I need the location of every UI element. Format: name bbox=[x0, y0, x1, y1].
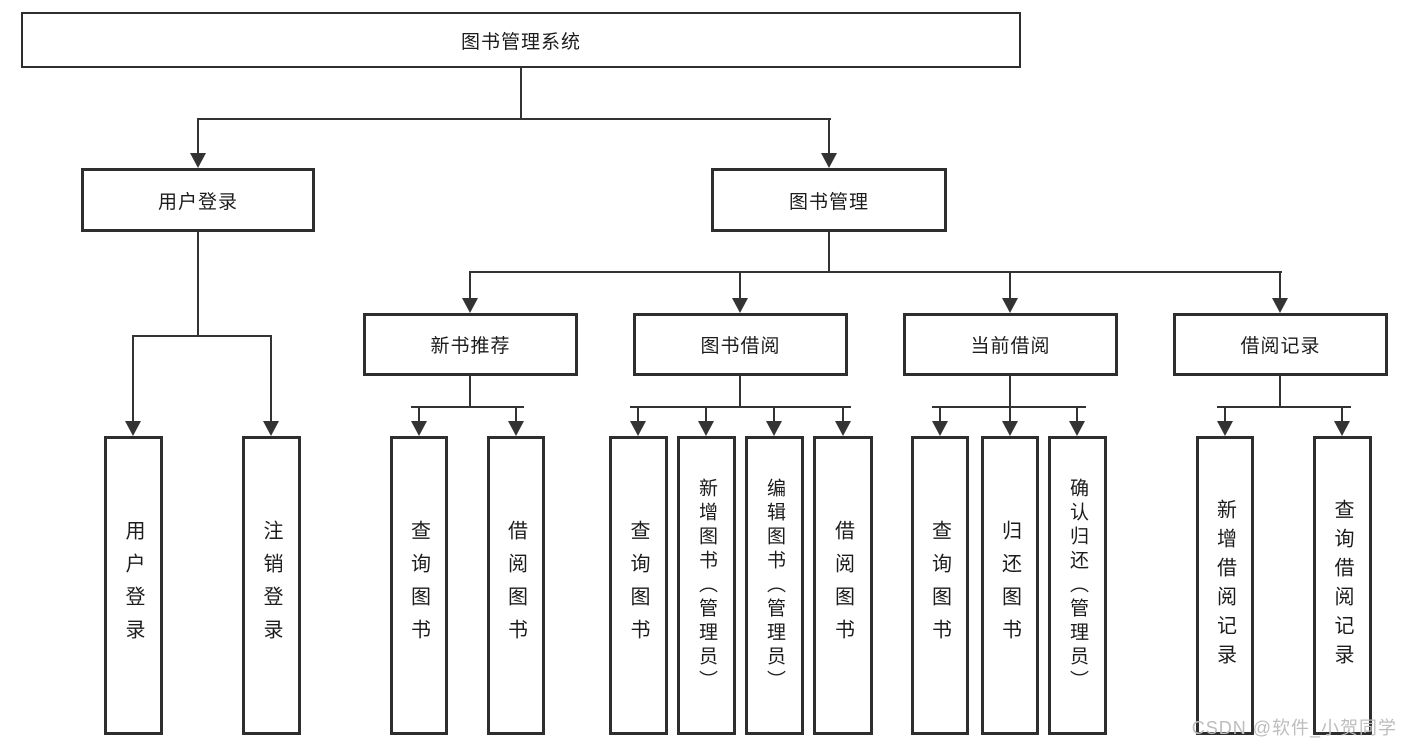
connector-line bbox=[469, 376, 471, 406]
connector-line bbox=[1009, 406, 1011, 421]
leaf-borrow-books: 借阅图书 bbox=[813, 436, 873, 735]
leaf-add-books-admin: 新增图书（管理员） bbox=[677, 436, 736, 735]
connector-line bbox=[270, 335, 272, 421]
connector-line bbox=[1224, 406, 1226, 421]
leaf-edit-books-admin-label: 编辑图书（管理员） bbox=[764, 477, 785, 694]
leaf-add-books-admin-label: 新增图书（管理员） bbox=[696, 477, 717, 694]
connector-line bbox=[939, 406, 941, 421]
node-borrow-records-label: 借阅记录 bbox=[1240, 336, 1321, 357]
arrow-down-icon bbox=[125, 421, 141, 436]
connector-line bbox=[469, 271, 471, 298]
connector-line bbox=[828, 118, 830, 153]
arrow-down-icon bbox=[1334, 421, 1350, 436]
connector-line bbox=[739, 376, 741, 406]
arrow-down-icon bbox=[263, 421, 279, 436]
arrow-down-icon bbox=[630, 421, 646, 436]
leaf-add-borrow-record: 新增借阅记录 bbox=[1196, 436, 1254, 735]
arrow-down-icon bbox=[766, 421, 782, 436]
leaf-borrow-books-label: 借阅图书 bbox=[831, 519, 854, 652]
arrow-down-icon bbox=[698, 421, 714, 436]
connector-line bbox=[842, 406, 844, 421]
connector-line bbox=[132, 335, 134, 421]
node-user-login: 用户登录 bbox=[81, 168, 315, 232]
connector-line bbox=[411, 406, 524, 408]
leaf-recommend-borrow-books: 借阅图书 bbox=[487, 436, 545, 735]
connector-line bbox=[132, 335, 272, 337]
node-user-login-label: 用户登录 bbox=[157, 191, 238, 213]
leaf-recommend-query-books: 查询图书 bbox=[390, 436, 448, 735]
connector-line bbox=[469, 271, 1282, 273]
arrow-down-icon bbox=[1217, 421, 1233, 436]
leaf-borrow-query-books-label: 查询图书 bbox=[627, 519, 649, 652]
node-current-borrow-label: 当前借阅 bbox=[970, 336, 1051, 357]
connector-line bbox=[197, 118, 831, 120]
arrow-down-icon bbox=[835, 421, 851, 436]
arrow-down-icon bbox=[1272, 298, 1288, 313]
leaf-user-login: 用户登录 bbox=[104, 436, 163, 735]
arrow-down-icon bbox=[411, 421, 427, 436]
arrow-down-icon bbox=[462, 298, 478, 313]
leaf-return-books-label: 归还图书 bbox=[998, 519, 1021, 652]
connector-line bbox=[197, 232, 199, 335]
connector-line bbox=[1341, 406, 1343, 421]
connector-line bbox=[515, 406, 517, 421]
leaf-current-query-books-label: 查询图书 bbox=[928, 519, 951, 652]
connector-line bbox=[773, 406, 775, 421]
leaf-confirm-return-admin-label: 确认归还（管理员） bbox=[1067, 477, 1088, 694]
connector-line bbox=[418, 406, 420, 421]
leaf-borrow-query-books: 查询图书 bbox=[609, 436, 668, 735]
connector-line bbox=[1217, 406, 1351, 408]
leaf-logout-label: 注销登录 bbox=[260, 519, 282, 652]
arrow-down-icon bbox=[508, 421, 524, 436]
arrow-down-icon bbox=[1002, 421, 1018, 436]
node-root-label: 图书管理系统 bbox=[460, 31, 581, 53]
node-new-book-recommend: 新书推荐 bbox=[363, 313, 578, 376]
node-current-borrow: 当前借阅 bbox=[903, 313, 1118, 376]
node-book-borrow-label: 图书借阅 bbox=[700, 336, 781, 357]
arrow-down-icon bbox=[190, 153, 206, 168]
csdn-watermark: CSDN @软件_小贺同学 bbox=[1191, 718, 1397, 738]
connector-line bbox=[739, 271, 741, 298]
leaf-current-query-books: 查询图书 bbox=[911, 436, 969, 735]
connector-line bbox=[1076, 406, 1078, 421]
connector-line bbox=[1009, 271, 1011, 298]
connector-line bbox=[520, 68, 522, 118]
leaf-user-login-label: 用户登录 bbox=[122, 519, 144, 652]
connector-line bbox=[705, 406, 707, 421]
arrow-down-icon bbox=[1069, 421, 1085, 436]
arrow-down-icon bbox=[821, 153, 837, 168]
node-borrow-records: 借阅记录 bbox=[1173, 313, 1388, 376]
leaf-edit-books-admin: 编辑图书（管理员） bbox=[745, 436, 804, 735]
arrow-down-icon bbox=[732, 298, 748, 313]
leaf-recommend-borrow-books-label: 借阅图书 bbox=[504, 519, 527, 652]
leaf-query-borrow-record-label: 查询借阅记录 bbox=[1331, 498, 1353, 673]
leaf-query-borrow-record: 查询借阅记录 bbox=[1313, 436, 1372, 735]
leaf-return-books: 归还图书 bbox=[981, 436, 1039, 735]
arrow-down-icon bbox=[932, 421, 948, 436]
connector-line bbox=[1279, 271, 1281, 298]
node-root: 图书管理系统 bbox=[21, 12, 1021, 68]
connector-line bbox=[1009, 376, 1011, 406]
node-book-management-label: 图书管理 bbox=[788, 191, 869, 213]
leaf-logout: 注销登录 bbox=[242, 436, 301, 735]
connector-line bbox=[630, 406, 851, 408]
connector-line bbox=[637, 406, 639, 421]
connector-line bbox=[1279, 376, 1281, 406]
node-book-management: 图书管理 bbox=[711, 168, 947, 232]
node-new-book-recommend-label: 新书推荐 bbox=[430, 336, 511, 357]
connector-line bbox=[197, 118, 199, 153]
leaf-recommend-query-books-label: 查询图书 bbox=[407, 519, 430, 652]
leaf-confirm-return-admin: 确认归还（管理员） bbox=[1048, 436, 1107, 735]
leaf-add-borrow-record-label: 新增借阅记录 bbox=[1213, 498, 1236, 673]
connector-line bbox=[828, 232, 830, 271]
node-book-borrow: 图书借阅 bbox=[633, 313, 848, 376]
arrow-down-icon bbox=[1002, 298, 1018, 313]
